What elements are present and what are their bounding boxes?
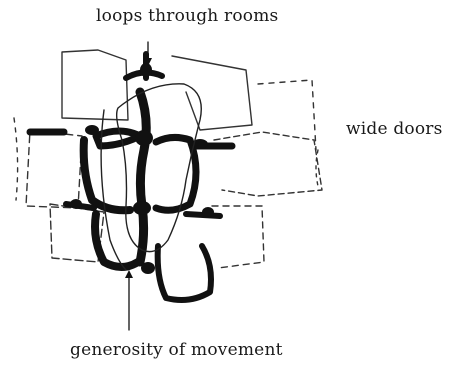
- room-left-edge: [14, 118, 18, 200]
- room-left: [26, 130, 82, 208]
- wall-left-cell: [96, 131, 140, 146]
- wall-mid-left: [84, 140, 130, 210]
- room-top-right: [172, 56, 252, 130]
- label-generosity-of-movement: generosity of movement: [70, 340, 283, 360]
- room-outlines: [14, 50, 322, 268]
- label-wide-doors: wide doors: [346, 119, 443, 139]
- room-right: [214, 132, 322, 196]
- wall-mid-right: [156, 137, 196, 210]
- wall-bottom-right: [158, 246, 211, 300]
- movement-loop: [101, 84, 201, 270]
- label-loops-through-rooms: loops through rooms: [96, 6, 278, 26]
- room-right-edge: [316, 150, 318, 186]
- wall-spine: [140, 92, 146, 262]
- wall-strokes: [30, 54, 232, 300]
